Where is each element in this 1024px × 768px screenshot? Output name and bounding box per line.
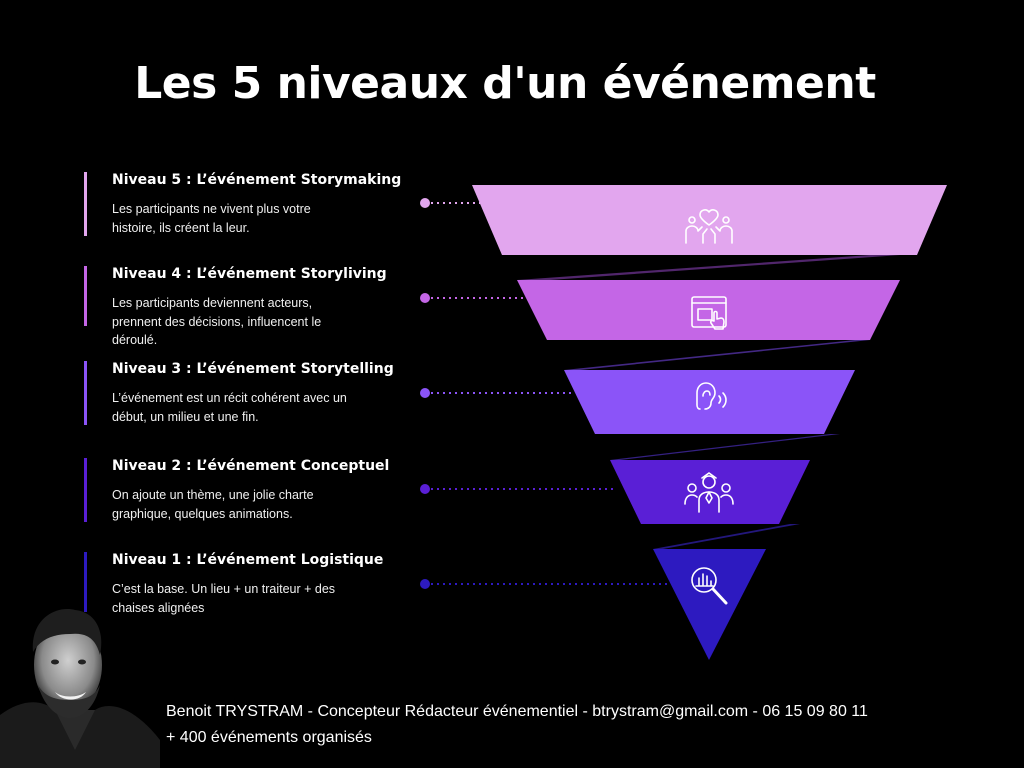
- level-5-heading: Niveau 5 : L’événement Storymaking: [112, 172, 402, 188]
- level-4-heading: Niveau 4 : L’événement Storyliving: [112, 266, 387, 282]
- touch-screen-icon: [691, 296, 727, 330]
- level-2-description: On ajoute un thème, une jolie charte gra…: [112, 488, 314, 521]
- pyramid-level-3: [564, 370, 855, 434]
- connector-3: [420, 388, 572, 398]
- footer-contact: Benoit TRYSTRAM - Concepteur Rédacteur é…: [166, 703, 868, 720]
- hands-heart-icon: [685, 209, 733, 244]
- pyramid-level-1: [653, 549, 766, 660]
- level-4-description: Les participants deviennent acteurs, pre…: [112, 296, 322, 347]
- level-1-bar: [84, 552, 87, 612]
- connector-2: [420, 484, 617, 494]
- pyramid-level-5: [472, 185, 947, 255]
- ribbon-4-3: [564, 340, 870, 370]
- level-2-bar: [84, 458, 87, 522]
- level-3-bar: [84, 361, 87, 425]
- level-1-heading: Niveau 1 : L’événement Logistique: [112, 552, 384, 568]
- author-portrait: [0, 609, 160, 768]
- connector-1: [420, 579, 668, 589]
- level-5-description: Les participants ne vivent plus votre hi…: [112, 202, 311, 235]
- pyramid-level-4: [517, 280, 900, 340]
- level-1-description: C’est la base. Un lieu + un traiteur + d…: [112, 582, 336, 615]
- ribbon-2-1: [653, 524, 800, 549]
- ribbon-5-4: [517, 255, 900, 280]
- page-title: Les 5 niveaux d'un événement: [134, 58, 876, 109]
- team-icon: [684, 472, 734, 513]
- search-chart-icon: [691, 567, 728, 605]
- connector-5: [420, 198, 480, 208]
- level-3-description: L’événement est un récit cohérent avec u…: [112, 391, 347, 424]
- ribbon-3-2: [610, 434, 840, 460]
- level-3-heading: Niveau 3 : L’événement Storytelling: [112, 361, 394, 377]
- ear-sound-icon: [696, 382, 727, 410]
- level-2-heading: Niveau 2 : L’événement Conceptuel: [112, 458, 390, 474]
- level-4-bar: [84, 266, 87, 326]
- connector-4: [420, 293, 525, 303]
- level-5-bar: [84, 172, 87, 236]
- footer-events-count: + 400 événements organisés: [166, 729, 372, 746]
